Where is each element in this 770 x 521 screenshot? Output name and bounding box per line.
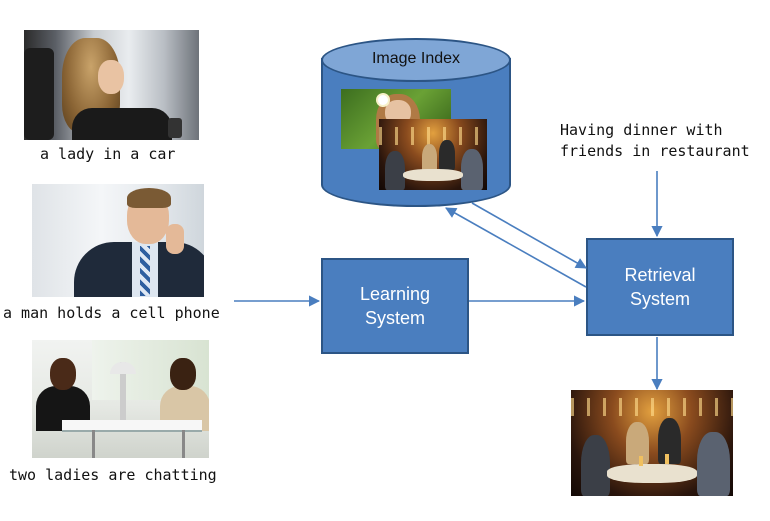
result-dinner-photo bbox=[571, 390, 733, 496]
caption-two-ladies: two ladies are chatting bbox=[9, 466, 217, 484]
arrow-retrieval-to-index bbox=[445, 207, 587, 288]
image-index-label: Image Index bbox=[371, 50, 461, 67]
caption-lady-in-car: a lady in a car bbox=[40, 145, 176, 163]
man-phone-photo bbox=[32, 184, 204, 297]
query-text: Having dinner with friends in restaurant bbox=[560, 121, 750, 160]
learning-system-box: Learning System bbox=[321, 258, 469, 354]
arrow-index-to-retrieval bbox=[471, 202, 587, 269]
woman-driving-photo bbox=[24, 30, 199, 140]
retrieval-system-box: Retrieval System bbox=[586, 238, 734, 336]
women-chatting-photo bbox=[32, 340, 209, 458]
caption-man-cell-phone: a man holds a cell phone bbox=[3, 304, 220, 322]
index-dinner-photo bbox=[379, 119, 487, 190]
image-index-cylinder-top bbox=[321, 38, 511, 82]
